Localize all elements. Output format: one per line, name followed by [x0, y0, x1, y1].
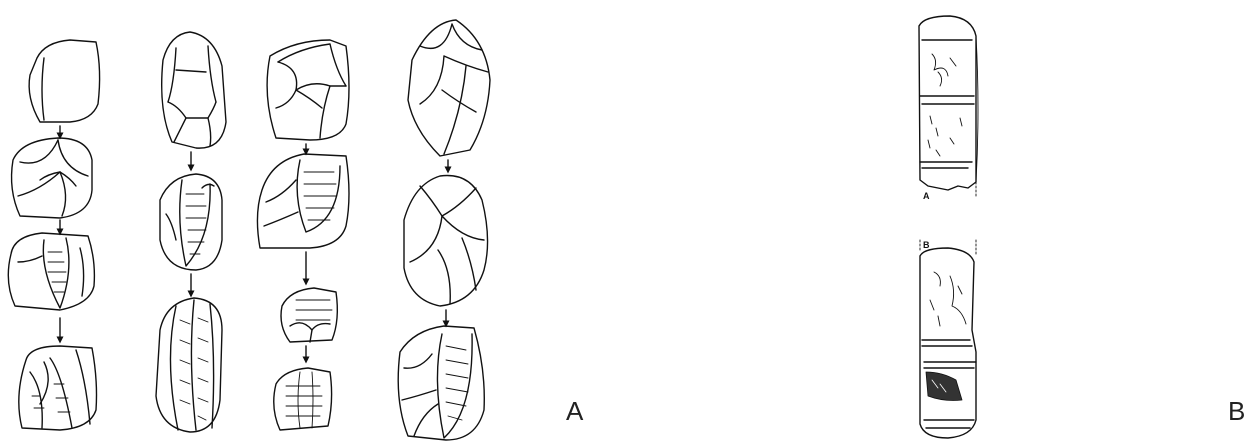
- specimen-tag-a: A: [923, 192, 930, 201]
- panel-label-b: B: [1228, 398, 1245, 424]
- reduction-sequence-3: [257, 40, 349, 430]
- core-drawing: [281, 288, 337, 342]
- core-drawing: [8, 233, 94, 310]
- specimen-tag-b: B: [923, 241, 930, 250]
- reduction-sequence-1: [8, 40, 99, 430]
- core-drawing: [12, 138, 92, 218]
- core-drawing: [29, 40, 99, 122]
- core-drawing: [274, 368, 332, 430]
- reduction-sequence-4: [398, 20, 490, 440]
- panel-label-a: A: [566, 398, 583, 424]
- core-drawing: [257, 154, 349, 248]
- core-drawing: [160, 174, 222, 270]
- specimen-b-drawing: [920, 240, 976, 438]
- specimen-a-drawing: [919, 16, 978, 196]
- core-drawing: [408, 20, 490, 156]
- core-drawing: [19, 346, 97, 430]
- core-drawing: [404, 176, 488, 307]
- core-drawing: [162, 32, 226, 148]
- core-drawing: [398, 326, 484, 440]
- core-drawing: [156, 298, 222, 432]
- reduction-sequence-2: [156, 32, 226, 432]
- core-drawing: [267, 40, 349, 140]
